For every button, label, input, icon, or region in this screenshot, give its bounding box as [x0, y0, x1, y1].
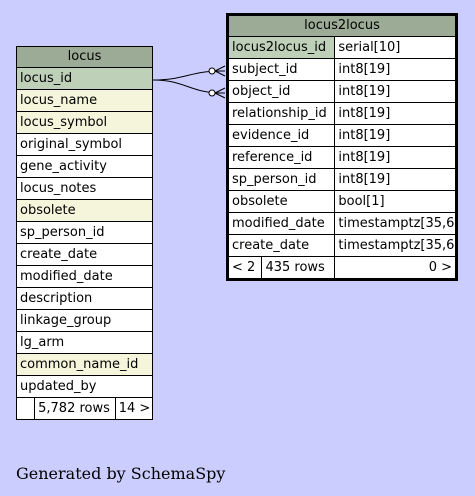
locus2locus-column-type: serial[10] [334, 36, 457, 59]
locus2locus-row-count: 435 rows [261, 256, 336, 280]
crowfoot-circle-object [208, 89, 216, 97]
locus-column-obsolete[interactable]: obsolete [16, 199, 153, 222]
locus2locus-column-subject-id[interactable]: subject_id [226, 58, 336, 81]
locus-column-common-name-id[interactable]: common_name_id [16, 353, 153, 376]
locus-row-count: 5,782 rows [34, 397, 116, 420]
locus2locus-column-create-date[interactable]: create_date [226, 234, 336, 257]
locus2locus-column-type: int8[19] [334, 124, 457, 147]
locus-row[interactable]: locus_symbol [16, 111, 153, 134]
locus-column-sp-person-id[interactable]: sp_person_id [16, 221, 153, 244]
locus-row[interactable]: linkage_group [16, 309, 153, 332]
locus2locus-column-type: int8[19] [334, 168, 457, 191]
locus-column-updated-by[interactable]: updated_by [16, 375, 153, 398]
crowfoot-circle-subject [208, 67, 216, 75]
locus2locus-column-sp-person-id[interactable]: sp_person_id [226, 168, 336, 191]
locus-column-gene-activity[interactable]: gene_activity [16, 155, 153, 178]
locus-column-description[interactable]: description [16, 287, 153, 310]
generated-by-label: Generated by SchemaSpy [16, 464, 226, 483]
crowfoot-subject [214, 65, 226, 77]
locus2locus-column-obsolete[interactable]: obsolete [226, 190, 336, 213]
locus2locus-column-type: timestamptz[35,6] [334, 234, 457, 257]
locus2locus-column-type: int8[19] [334, 146, 457, 169]
locus-column-create-date[interactable]: create_date [16, 243, 153, 266]
locus-footer-children[interactable]: 14 > [114, 397, 154, 420]
locus-column-modified-date[interactable]: modified_date [16, 265, 153, 288]
locus2locus-column-locus2locus-id[interactable]: locus2locus_id [226, 36, 336, 59]
locus2locus-column-modified-date[interactable]: modified_date [226, 212, 336, 235]
locus2locus-column-evidence-id[interactable]: evidence_id [226, 124, 336, 147]
locus-column-locus-symbol[interactable]: locus_symbol [16, 111, 153, 134]
locus-column-linkage-group[interactable]: linkage_group [16, 309, 153, 332]
locus-row[interactable]: locus_id [16, 67, 153, 90]
locus-row[interactable]: obsolete [16, 199, 153, 222]
locus-row[interactable]: lg_arm [16, 331, 153, 354]
locus-row[interactable]: locus_name [16, 89, 153, 112]
locus-column-locus-id[interactable]: locus_id [16, 67, 153, 90]
locus2locus-column-type: int8[19] [334, 58, 457, 81]
locus-row[interactable]: modified_date [16, 265, 153, 288]
locus2locus-footer-parents[interactable]: < 2 [226, 256, 263, 280]
locus2locus-table-title[interactable]: locus2locus [227, 14, 457, 37]
locus-row[interactable]: sp_person_id [16, 221, 153, 244]
locus-row[interactable]: create_date [16, 243, 153, 266]
locus2locus-column-object-id[interactable]: object_id [226, 80, 336, 103]
locus2locus-column-type: int8[19] [334, 102, 457, 125]
locus2locus-column-type: timestamptz[35,6] [334, 212, 457, 235]
locus-row[interactable]: updated_by [16, 375, 153, 398]
locus-table-title[interactable]: locus [16, 46, 153, 68]
locus-column-original-symbol[interactable]: original_symbol [16, 133, 153, 156]
locus-column-locus-notes[interactable]: locus_notes [16, 177, 153, 200]
locus-row[interactable]: gene_activity [16, 155, 153, 178]
locus2locus-column-type: bool[1] [334, 190, 457, 213]
locus-row[interactable]: common_name_id [16, 353, 153, 376]
locus2locus-footer-children[interactable]: 0 > [334, 256, 457, 280]
locus-column-locus-name[interactable]: locus_name [16, 89, 153, 112]
locus2locus-column-relationship-id[interactable]: relationship_id [226, 102, 336, 125]
locus-footer-parents[interactable] [15, 397, 36, 420]
locus-row[interactable]: original_symbol [16, 133, 153, 156]
locus-row[interactable]: description [16, 287, 153, 310]
locus2locus-column-type: int8[19] [334, 80, 457, 103]
locus-row[interactable]: locus_notes [16, 177, 153, 200]
locus-column-lg-arm[interactable]: lg_arm [16, 331, 153, 354]
locus2locus-column-reference-id[interactable]: reference_id [226, 146, 336, 169]
crowfoot-object [214, 87, 226, 99]
